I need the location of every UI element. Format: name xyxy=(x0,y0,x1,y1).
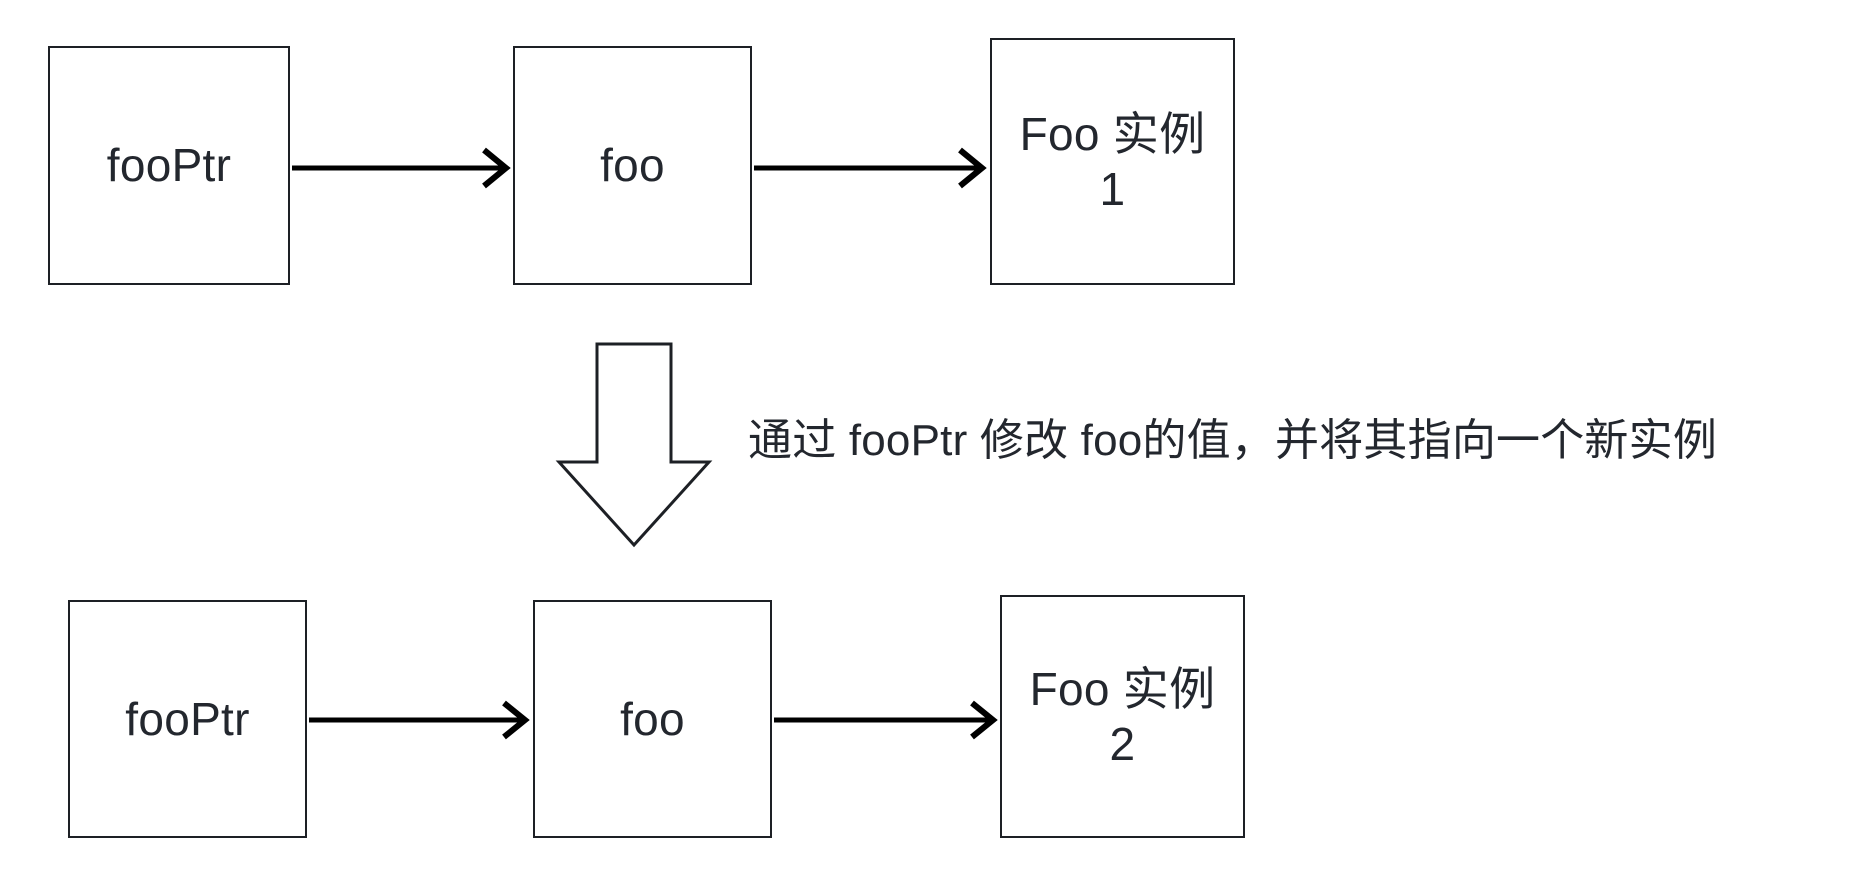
node-label-foo-bottom: foo xyxy=(620,692,685,745)
node-box-foo-bottom: foo xyxy=(533,600,772,838)
arrow-fooptr-to-foo-top xyxy=(292,147,511,189)
arrow-head-icon xyxy=(502,700,530,740)
down-block-arrow-shape xyxy=(555,342,713,548)
transition-caption: 通过 fooPtr 修改 foo的值，并将其指向一个新实例 xyxy=(748,416,1718,465)
arrow-head-icon xyxy=(970,700,998,740)
node-label-foo-instance-1: Foo 实例 1 xyxy=(1019,108,1206,215)
node-box-foo-instance-2: Foo 实例 2 xyxy=(1000,595,1245,838)
node-box-foo-top: foo xyxy=(513,46,752,285)
arrow-foo-to-instance-top xyxy=(754,147,987,189)
node-box-fooptr-top: fooPtr xyxy=(48,46,290,285)
down-block-arrow-icon xyxy=(555,342,713,548)
node-box-fooptr-bottom: fooPtr xyxy=(68,600,307,838)
node-label-fooptr-bottom: fooPtr xyxy=(125,692,250,745)
node-label-foo-instance-2: Foo 实例 2 xyxy=(1029,663,1216,770)
node-label-fooptr-top: fooPtr xyxy=(106,139,232,192)
node-box-foo-instance-1: Foo 实例 1 xyxy=(990,38,1235,285)
arrow-head-icon xyxy=(958,147,987,189)
arrow-foo-to-instance-bottom xyxy=(774,700,998,740)
node-label-foo-top: foo xyxy=(600,139,665,192)
arrow-head-icon xyxy=(482,147,511,189)
arrow-fooptr-to-foo-bottom xyxy=(309,700,530,740)
